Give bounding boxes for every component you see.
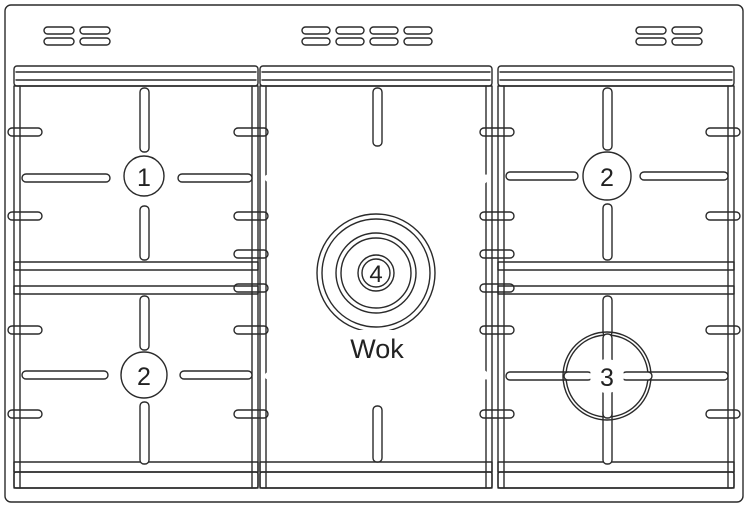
burner-2-left: 2 — [120, 351, 168, 399]
left-grate — [7, 65, 269, 489]
hob-outer-frame — [4, 4, 744, 503]
wok-caption: Wok — [350, 334, 404, 364]
control-knobs-center — [301, 26, 433, 46]
burner-3: 3 — [562, 331, 653, 421]
burner-1: 1 — [123, 155, 165, 197]
wok-burner-label: 4 — [369, 261, 382, 288]
wok-burner: 4 Wok — [316, 213, 436, 364]
control-knobs-left — [43, 26, 111, 46]
control-knobs-right — [635, 26, 703, 46]
burner-2-right: 2 — [582, 151, 632, 201]
burner-2-left-label: 2 — [137, 363, 151, 391]
burner-3-label: 3 — [600, 364, 614, 392]
right-grate — [479, 65, 741, 489]
burner-2-right-label: 2 — [600, 164, 614, 192]
burner-1-label: 1 — [137, 164, 151, 192]
center-grate — [259, 65, 493, 489]
